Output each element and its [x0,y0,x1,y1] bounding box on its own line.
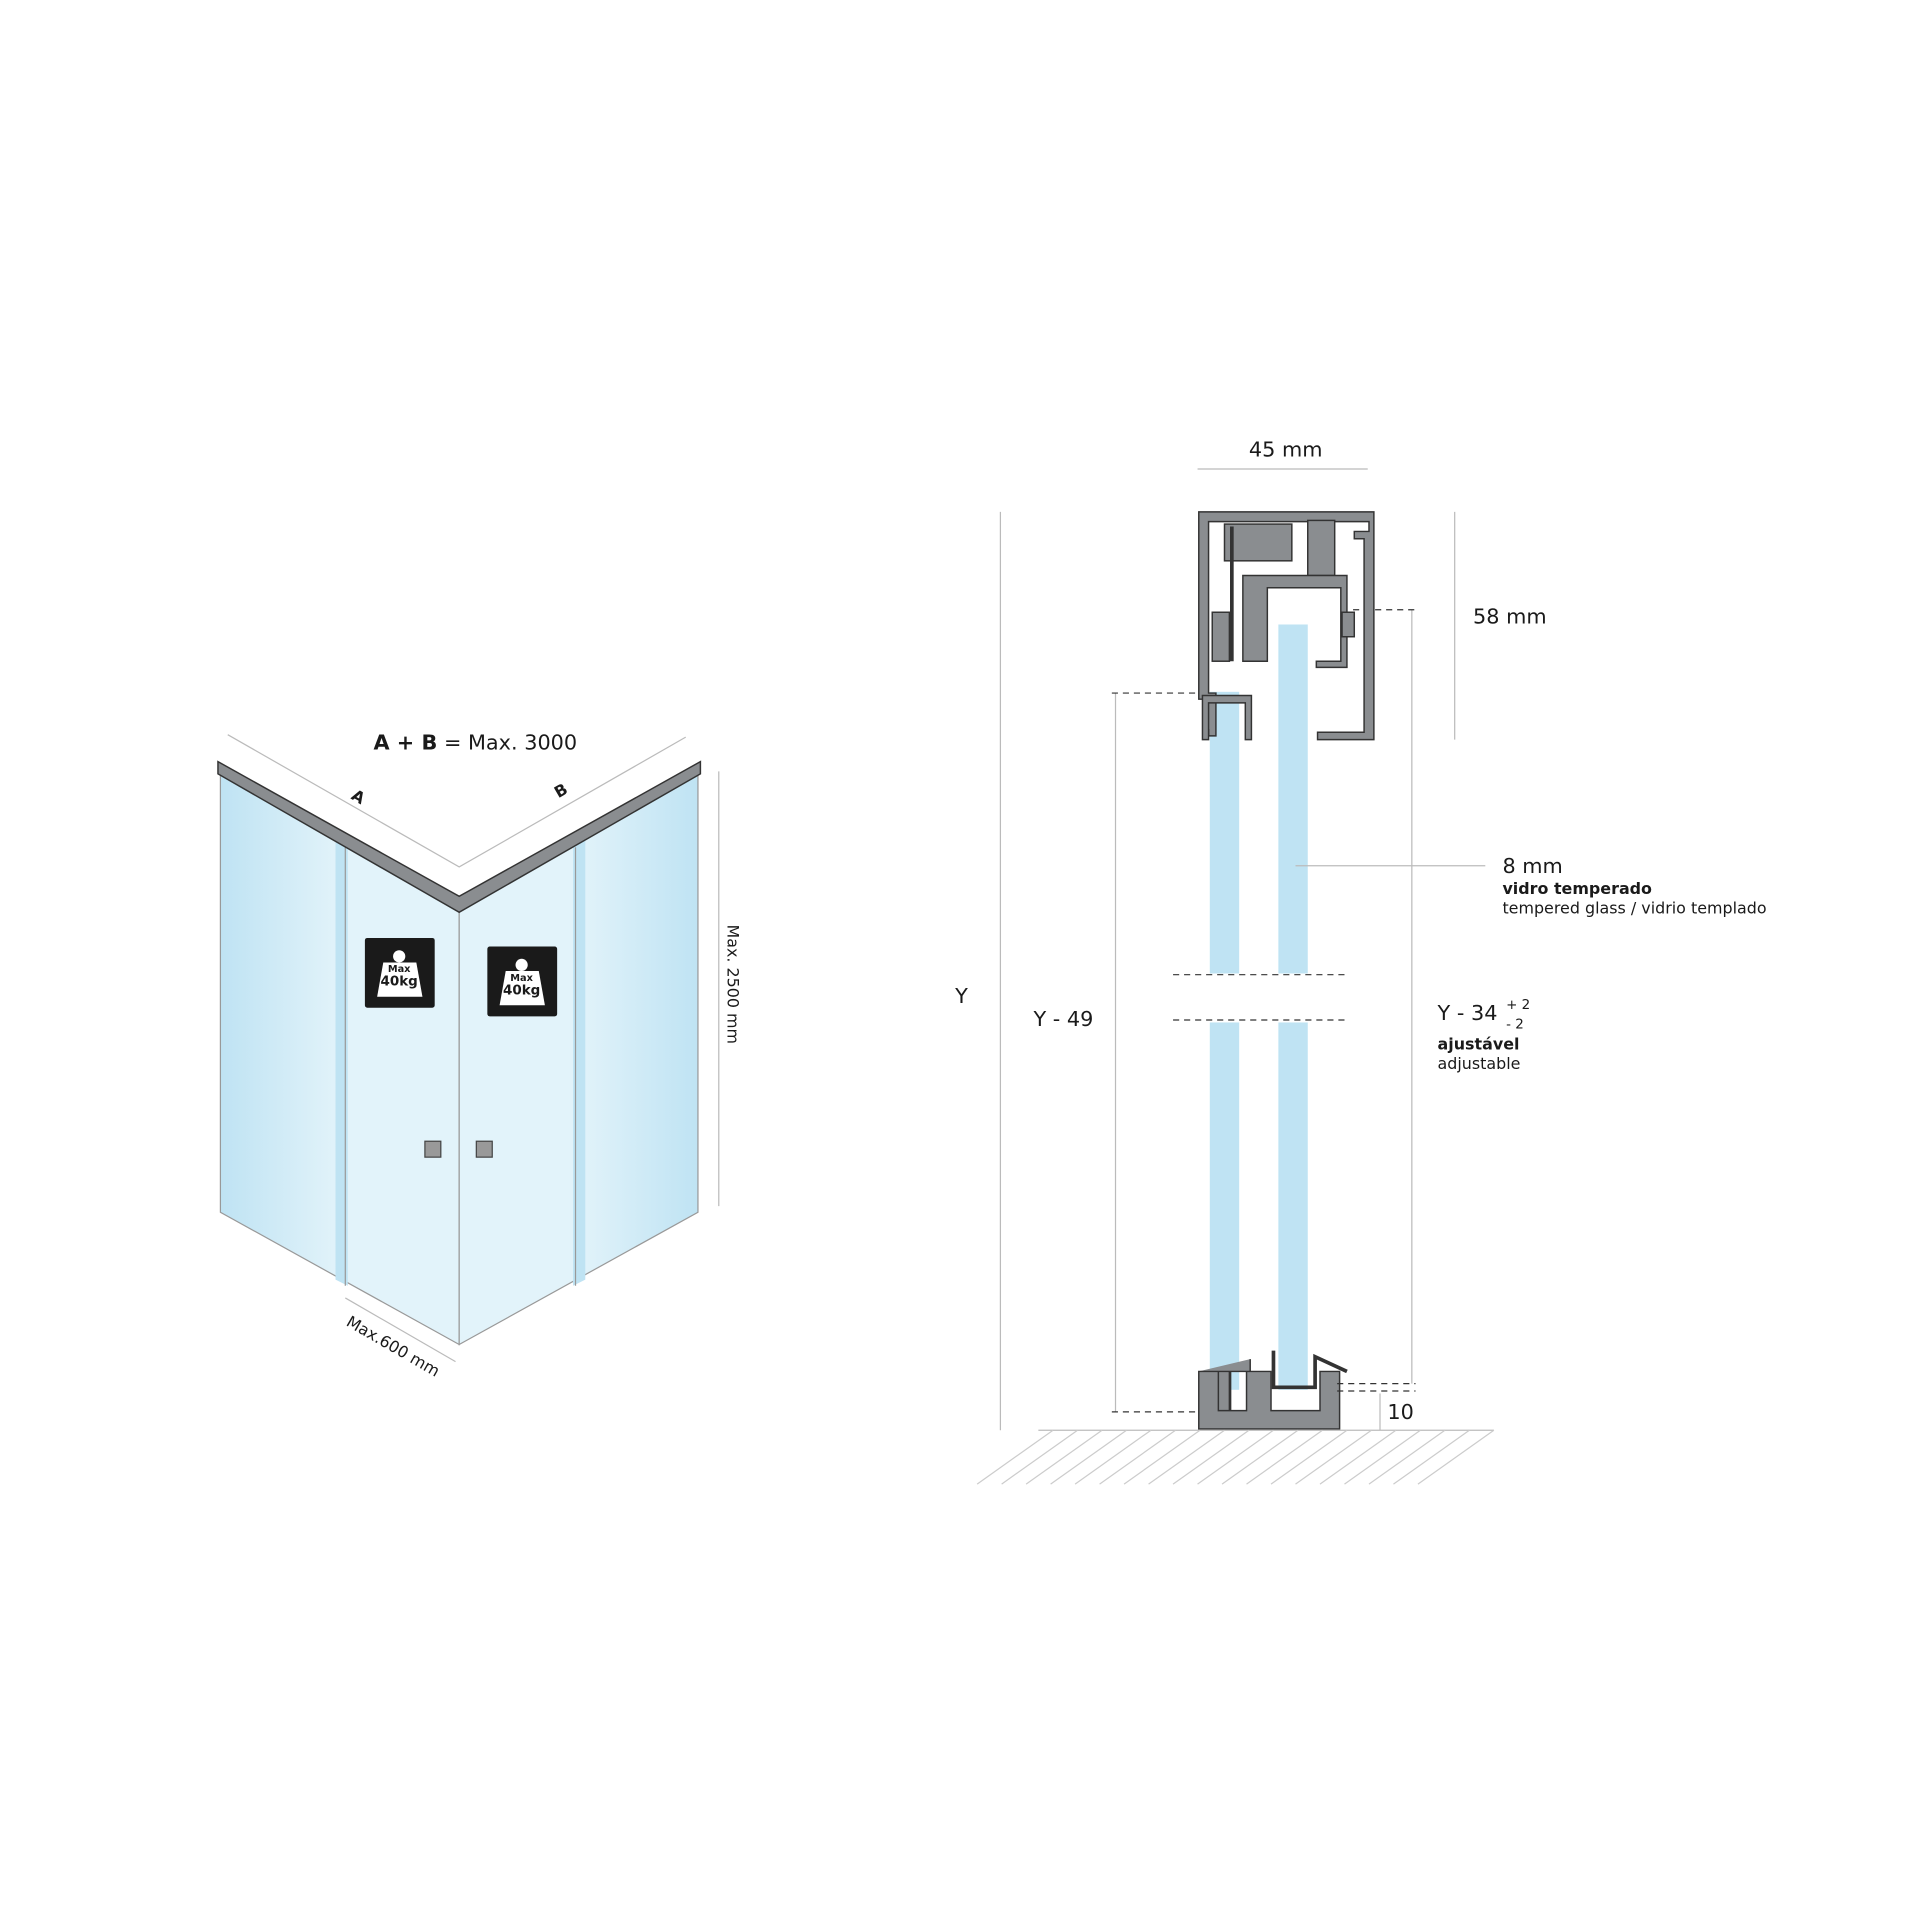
width-label: A + B = Max. 3000 [373,730,577,754]
weight-badge-right: Max 40kg [487,946,558,1017]
height-label: Max. 2500 mm [723,924,742,1044]
adjustable-pt: ajustável [1438,1034,1520,1053]
handle-left [424,1140,442,1158]
width-dimension: 45 mm [1249,438,1323,462]
bottom-track [1198,1359,1341,1430]
handle-right [475,1140,493,1158]
glass-label-en-es: tempered glass / vidrio templado [1502,898,1766,917]
glass-label-pt: vidro temperado [1502,879,1652,898]
floor-hatch [976,1429,1495,1485]
glass-thickness: 8 mm [1502,854,1562,878]
side-b-label: B [551,779,571,802]
profile-section: 45 mm 58 mm Y Y - 49 10 [954,438,1767,1485]
bottom-gap-dimension: 10 [1387,1400,1413,1424]
svg-text:Max: Max [388,964,411,975]
top-rail [217,760,702,914]
svg-text:40kg: 40kg [381,975,418,990]
fixed-glass [1209,691,1240,974]
tolerance-minus: - 2 [1506,1018,1524,1033]
shower-enclosure-isometric: A + B = Max. 3000 A B Max 40kg Max 40kg … [217,730,742,1381]
header-height-dimension: 58 mm [1473,604,1547,628]
adjustable-en: adjustable [1438,1054,1521,1073]
total-height-label: Y [954,984,968,1008]
svg-text:Max: Max [510,973,533,984]
fixed-height-label: Y - 49 [1032,1007,1093,1031]
tolerance-plus: + 2 [1506,998,1530,1013]
weight-badge-left: Max 40kg [364,937,435,1008]
sliding-glass [1278,624,1308,974]
svg-text:40kg: 40kg [503,983,540,998]
door-height-label: Y - 34 [1437,1001,1498,1025]
